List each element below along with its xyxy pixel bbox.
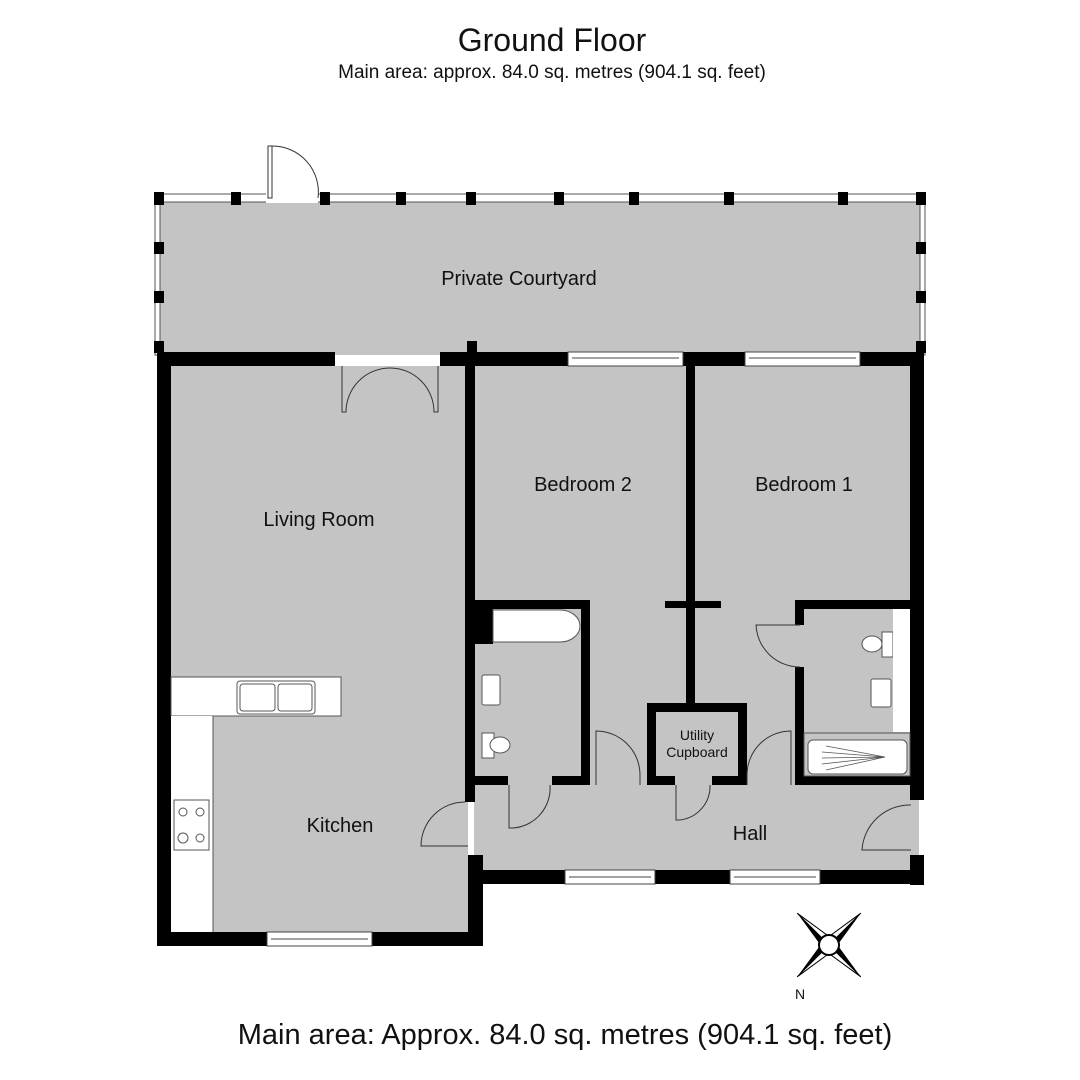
room-label-kitchen: Kitchen (307, 815, 374, 837)
floors (160, 198, 922, 932)
utility-door (675, 784, 711, 821)
window (744, 351, 861, 367)
courtyard-gate (267, 145, 319, 199)
kitchen-door (420, 801, 468, 847)
toilet-icon (881, 631, 894, 658)
hob-icon (173, 799, 210, 851)
living-kitchen-floor (171, 366, 468, 932)
room-label-cupboard: Cupboard (666, 744, 728, 760)
room-label-utility: Utility (680, 727, 714, 743)
compass-icon (796, 912, 862, 978)
compass-north-label: N (795, 986, 805, 1002)
room-label-bedroom2: Bedroom 2 (534, 474, 632, 496)
walls (157, 352, 924, 946)
kitchen-units (170, 676, 342, 932)
floor-title: Ground Floor (457, 22, 647, 58)
bathroom-fixtures (481, 609, 911, 777)
courtyard-floor (160, 198, 922, 355)
basin-icon (870, 678, 892, 708)
window (567, 351, 684, 367)
courtyard-fence (154, 145, 926, 356)
sink-icon (236, 680, 316, 715)
area-footer: Main area: Approx. 84.0 sq. metres (904.… (237, 1019, 893, 1051)
room-label-living-room: Living Room (263, 509, 374, 531)
room-label-courtyard: Private Courtyard (441, 268, 597, 290)
windows (266, 351, 861, 947)
french-doors (341, 366, 439, 413)
doors (341, 366, 912, 851)
hall-door-left (595, 730, 641, 785)
bath2-door (508, 784, 551, 829)
floor-subtitle: Main area: approx. 84.0 sq. metres (904.… (338, 62, 766, 83)
hall-entry-floor (911, 800, 919, 855)
basin-icon (481, 674, 501, 706)
ensuite-door (755, 624, 801, 668)
bathtub-icon (492, 609, 581, 643)
room-label-bedroom1: Bedroom 1 (755, 474, 853, 496)
room-label-hall: Hall (733, 823, 767, 845)
hall-door-right (746, 730, 792, 785)
front-door (861, 804, 912, 851)
